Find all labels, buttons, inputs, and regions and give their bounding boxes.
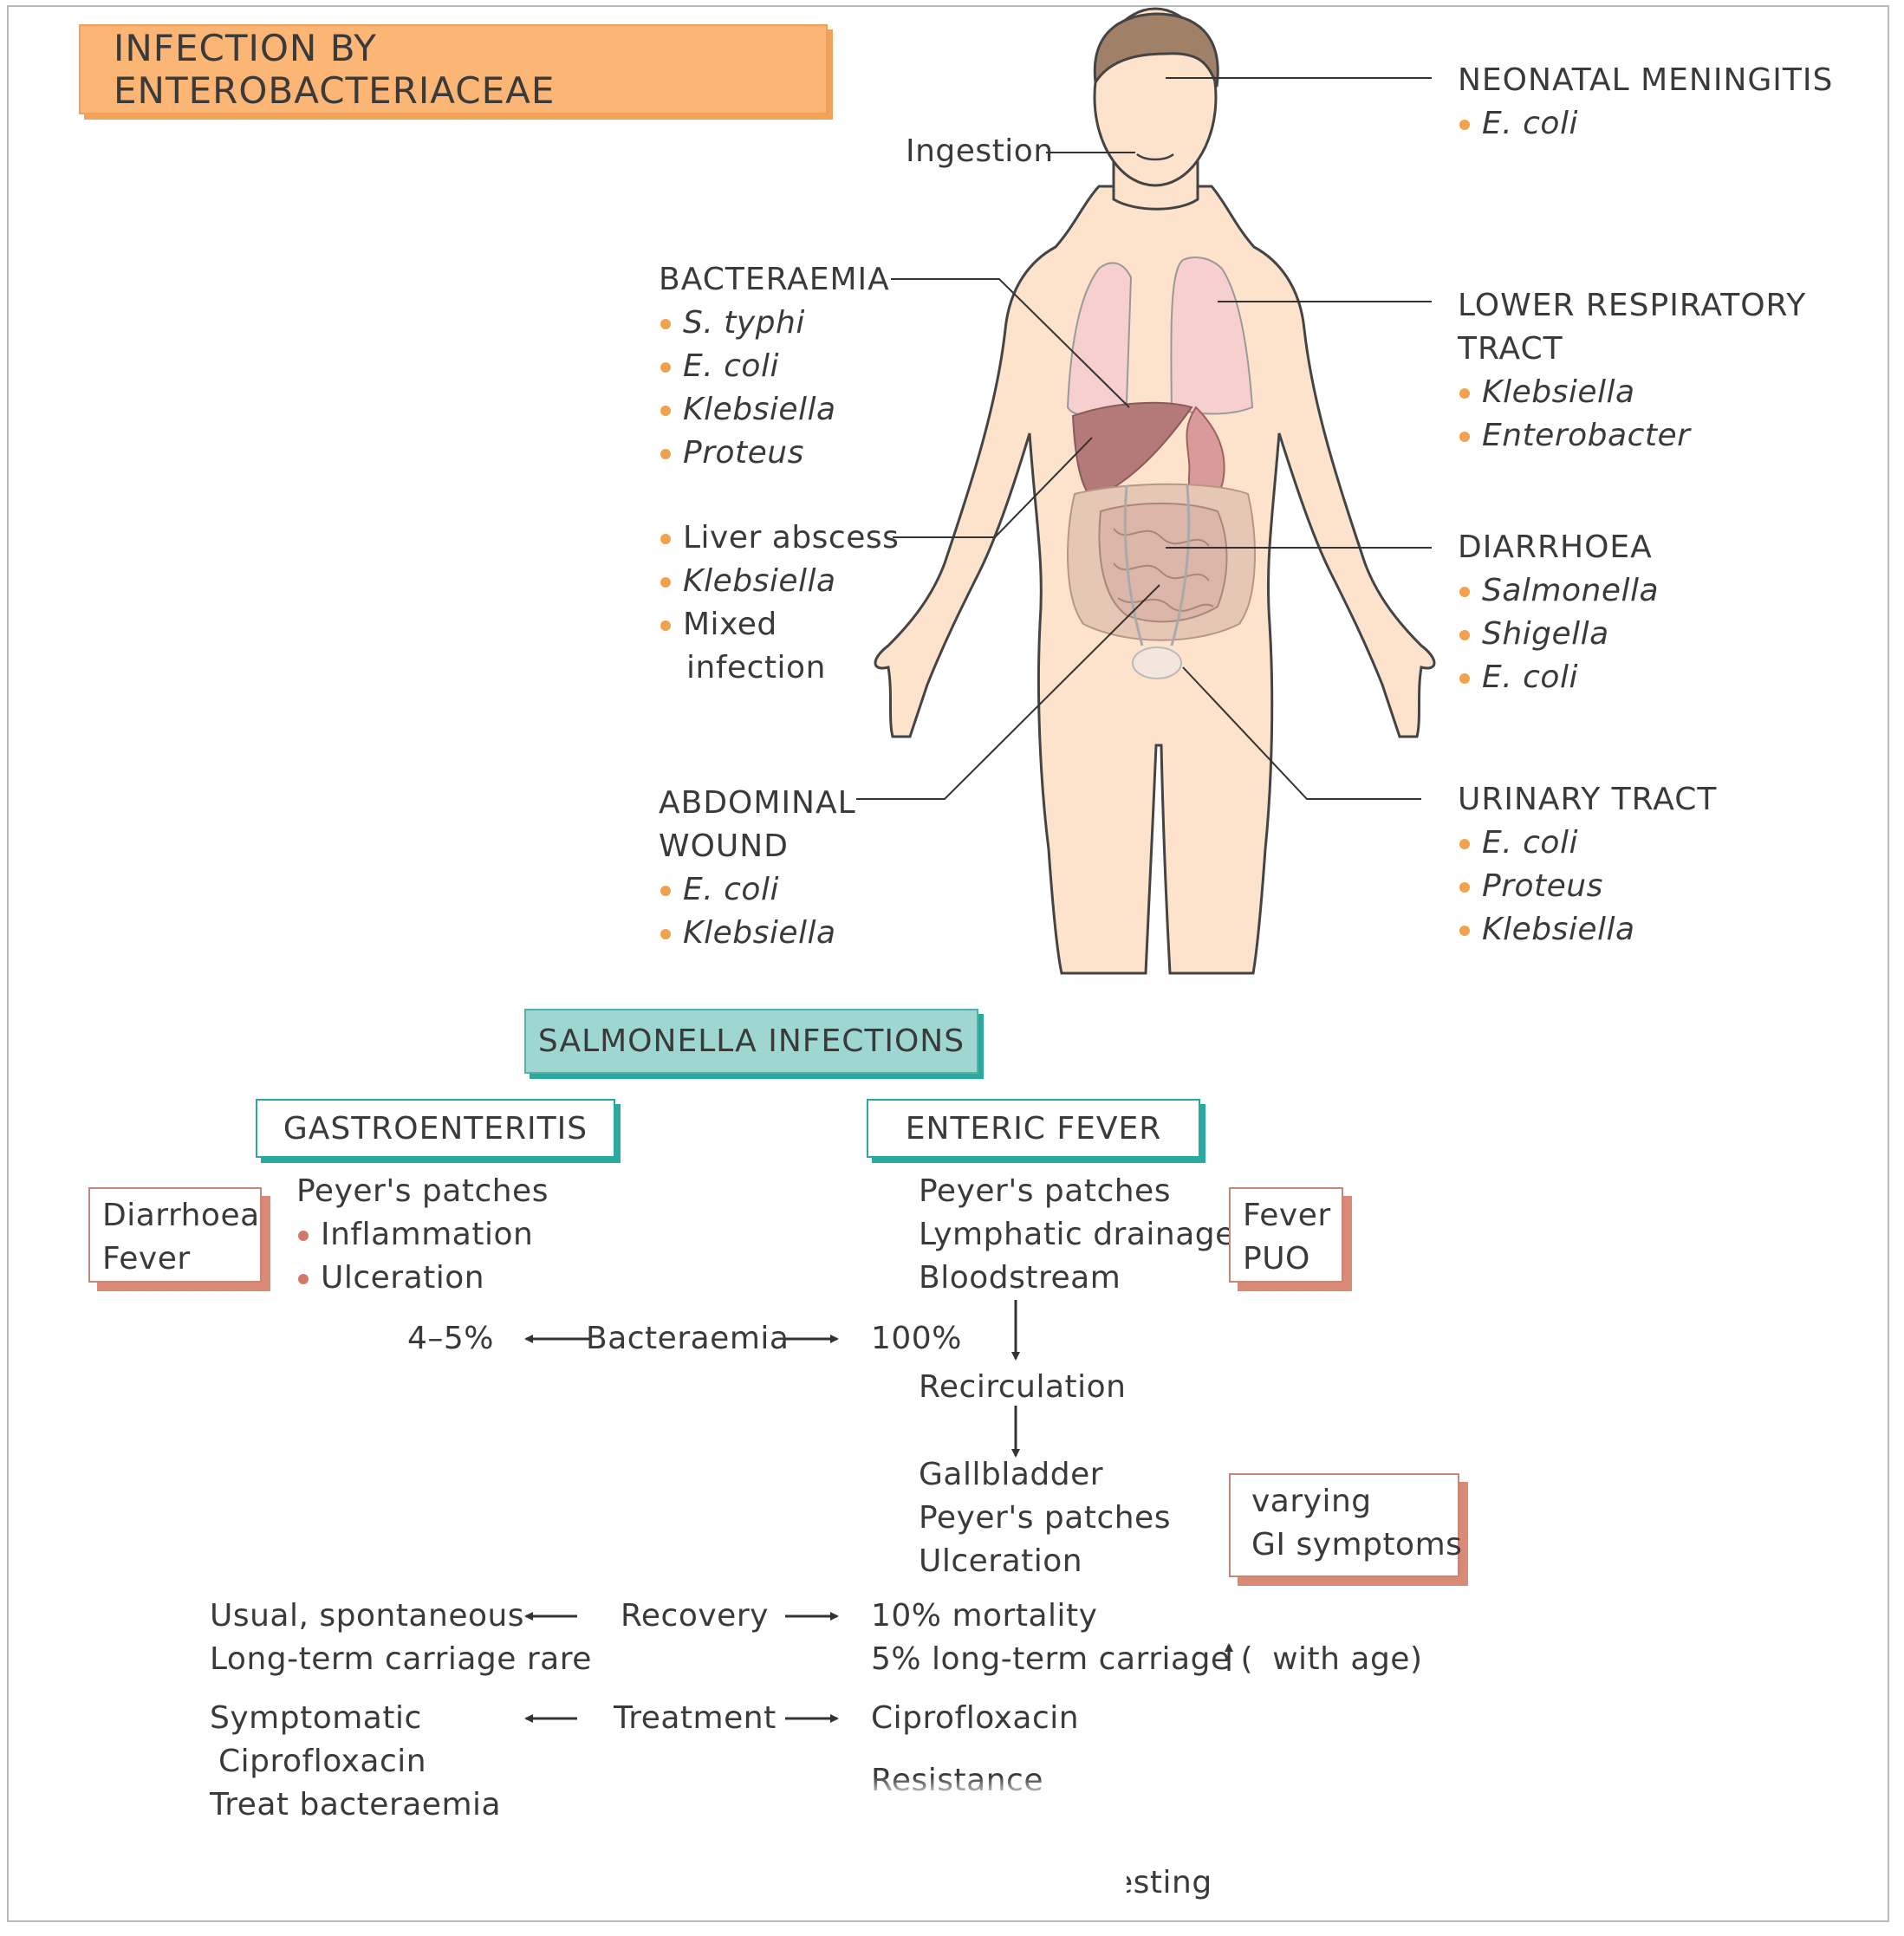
treatment-gastro-line: Treat bacteraemia <box>210 1787 502 1822</box>
liver-abscess-item: Klebsiella <box>659 560 899 603</box>
treatment-gastro-line: Symptomatic <box>210 1700 422 1736</box>
urinary-item: E. coli <box>1458 822 1717 865</box>
lower-respiratory-item: Klebsiella <box>1458 371 1806 414</box>
urinary-heading: URINARY TRACT <box>1458 782 1718 817</box>
gi-symptoms-box: varying GI symptoms <box>1229 1473 1463 1577</box>
ingestion-label: Ingestion <box>906 133 1054 169</box>
neonatal-heading: NEONATAL MENINGITIS <box>1458 62 1834 98</box>
figure-frame <box>7 5 1889 1922</box>
gi-symptoms-line: varying <box>1251 1484 1372 1519</box>
gastro-symptom: Diarrhoea <box>102 1198 260 1233</box>
liver-abscess-group: Liver abscess Klebsiella Mixed infection <box>659 516 899 690</box>
urinary-tract-group: URINARY TRACT E. coli Proteus Klebsiella <box>1458 778 1717 952</box>
recovery-gastro-group: Usual, spontaneous Long-term carriage ra… <box>210 1595 592 1681</box>
bacteraemia-gastro-rate: 4–5% <box>407 1321 495 1356</box>
urinary-item: Klebsiella <box>1458 908 1717 952</box>
recovery-gastro-line: Long-term carriage rare <box>210 1641 592 1677</box>
liver-abscess-item: Mixed <box>659 603 899 646</box>
gastro-symptoms-box: Diarrhoea Fever <box>88 1187 262 1283</box>
recovery-gastro-line: Usual, spontaneous <box>210 1598 525 1634</box>
liver <box>1071 401 1193 500</box>
enteric-path-step: Peyer's patches <box>919 1173 1171 1209</box>
abdominal-item: Klebsiella <box>659 912 856 955</box>
diarrhoea-item: Salmonella <box>1458 569 1659 613</box>
lower-respiratory-item: Enterobacter <box>1458 414 1806 458</box>
diarrhoea-item: Shigella <box>1458 613 1659 656</box>
abdominal-heading-2: WOUND <box>659 828 789 864</box>
lower-respiratory-group: LOWER RESPIRATORY TRACT Klebsiella Enter… <box>1458 284 1806 458</box>
bacteraemia-item: E. coli <box>659 345 890 388</box>
right-lung <box>1170 257 1254 415</box>
enteric-fever-title: ENTERIC FEVER <box>867 1099 1200 1158</box>
redaction-mask <box>1083 1863 1127 1903</box>
recovery-enteric-line: 10% mortality <box>871 1598 1098 1634</box>
liver-abscess-label: Liver abscess <box>659 516 899 560</box>
enteric-symptom: Fever <box>1243 1198 1331 1233</box>
diarrhoea-group: DIARRHOEA Salmonella Shigella E. coli <box>1458 526 1659 699</box>
secondary-site: Gallbladder <box>919 1457 1104 1492</box>
secondary-site: Peyer's patches <box>919 1500 1171 1536</box>
diarrhoea-heading: DIARRHOEA <box>1458 529 1653 565</box>
enteric-path-step: Bloodstream <box>919 1260 1121 1296</box>
gastro-symptom: Fever <box>102 1241 191 1277</box>
lower-respiratory-heading-2: TRACT <box>1458 331 1563 367</box>
secondary-sites-group: Gallbladder Peyer's patches Ulceration <box>919 1453 1171 1583</box>
gastro-site-group: Peyer's patches Inflammation Ulceration <box>296 1170 549 1300</box>
recovery-enteric-line: 5% long-term carriage ( with age) <box>871 1638 1423 1681</box>
enteric-path-group: Peyer's patches Lymphatic drainage Blood… <box>919 1170 1235 1300</box>
neonatal-item: E. coli <box>1458 102 1833 146</box>
diarrhoea-item: E. coli <box>1458 656 1659 699</box>
main-title: INFECTION BY ENTEROBACTERIACEAE <box>79 24 828 114</box>
recovery-enteric-group: 10% mortality 5% long-term carriage ( wit… <box>871 1595 1423 1681</box>
bladder <box>1132 646 1182 679</box>
recirculation-label: Recirculation <box>919 1369 1127 1405</box>
neonatal-meningitis-group: NEONATAL MENINGITIS E. coli <box>1458 59 1833 146</box>
bacteraemia-item: S. typhi <box>659 302 890 345</box>
enteric-symptom: PUO <box>1243 1241 1310 1277</box>
recovery-enteric-text-2: with age) <box>1272 1641 1423 1677</box>
lower-respiratory-heading: LOWER RESPIRATORY <box>1458 288 1807 323</box>
treatment-gastro-line: Ciprofloxacin <box>218 1744 427 1779</box>
redaction-mask <box>867 1777 1049 1829</box>
treatment-gastro-group: Symptomatic Ciprofloxacin Treat bacterae… <box>210 1697 501 1827</box>
testing-fragment: esting <box>1114 1865 1212 1900</box>
hair <box>1093 12 1219 88</box>
gastroenteritis-title: GASTROENTERITIS <box>256 1099 615 1158</box>
bacteraemia-item: Klebsiella <box>659 388 890 432</box>
bacteraemia-heading: BACTERAEMIA <box>659 262 890 297</box>
secondary-site: Ulceration <box>919 1543 1083 1579</box>
abdominal-wound-group: ABDOMINAL WOUND E. coli Klebsiella <box>659 782 856 955</box>
abdominal-item: E. coli <box>659 868 856 912</box>
urinary-item: Proteus <box>1458 865 1717 908</box>
gastro-site-item: Ulceration <box>296 1257 549 1300</box>
recovery-row-label: Recovery <box>621 1598 769 1634</box>
enteric-path-step: Lymphatic drainage <box>919 1217 1235 1252</box>
enteric-symptoms-box: Fever PUO <box>1229 1187 1343 1283</box>
gastro-site-item: Inflammation <box>296 1213 549 1257</box>
treatment-row-label: Treatment <box>614 1700 777 1736</box>
bacteraemia-row-label: Bacteraemia <box>586 1321 790 1356</box>
bacteraemia-item: Proteus <box>659 432 890 475</box>
treatment-enteric-line: Ciprofloxacin <box>871 1700 1080 1736</box>
recovery-enteric-text: 5% long-term carriage ( <box>871 1641 1254 1677</box>
bacteraemia-enteric-rate: 100% <box>871 1321 962 1356</box>
abdominal-heading: ABDOMINAL <box>659 785 856 821</box>
salmonella-title: SALMONELLA INFECTIONS <box>524 1009 978 1074</box>
mouth <box>1136 153 1174 161</box>
gastro-site: Peyer's patches <box>296 1173 549 1209</box>
gi-symptoms-line: GI symptoms <box>1251 1527 1463 1562</box>
bacteraemia-group: BACTERAEMIA S. typhi E. coli Klebsiella … <box>659 258 890 475</box>
liver-abscess-item-cont: infection <box>686 650 826 685</box>
